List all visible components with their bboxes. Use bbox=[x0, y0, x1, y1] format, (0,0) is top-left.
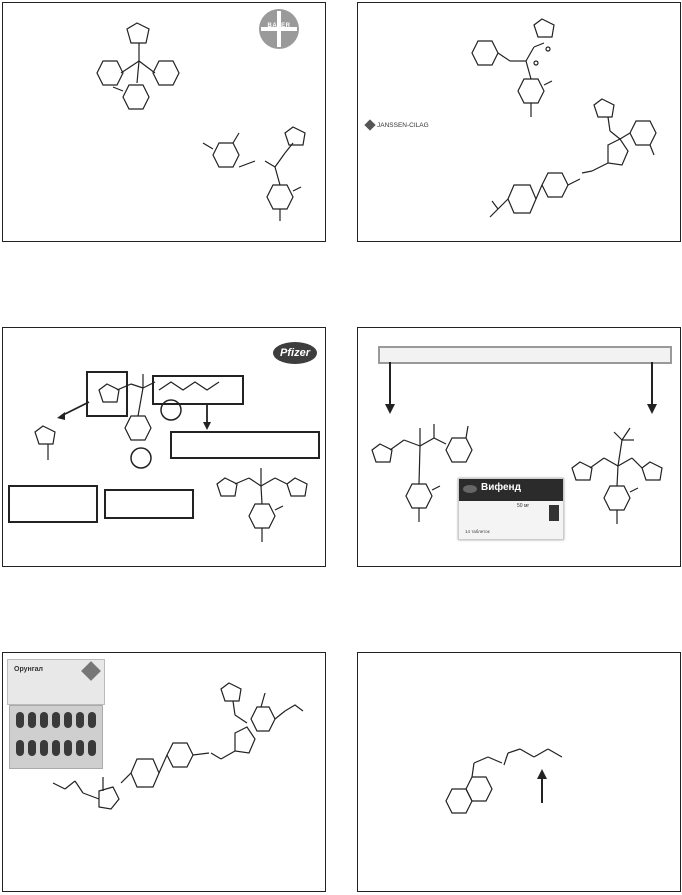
janssen-diamond-icon bbox=[364, 119, 376, 131]
slide-6 bbox=[357, 652, 681, 892]
janssen-cilag-logo: JANSSEN-CILAG bbox=[364, 119, 429, 131]
structure-itraconazole bbox=[52, 682, 304, 810]
orungal-brand-name: Орунгал bbox=[14, 666, 44, 673]
pfizer-mini-logo-icon bbox=[463, 485, 477, 493]
vfend-brand-name: Вифенд bbox=[481, 482, 521, 493]
bayer-logo: BAYER bbox=[259, 9, 299, 49]
title-banner bbox=[378, 346, 672, 364]
slide-5: Орунгал bbox=[2, 652, 326, 892]
vfend-tablet-count: 14 таблеток bbox=[465, 529, 490, 534]
structure-ketoconazole bbox=[471, 18, 657, 218]
capsule-blister bbox=[9, 705, 103, 769]
janssen-mini-logo-icon bbox=[81, 661, 101, 681]
pfizer-logo: Pfizer bbox=[273, 342, 317, 364]
structure-naftifine bbox=[445, 748, 563, 814]
slide-4: Вифенд 50 мг 14 таблеток bbox=[357, 327, 681, 567]
slide-3: Pfizer bbox=[2, 327, 326, 567]
slide-2: JANSSEN-CILAG bbox=[357, 2, 681, 242]
structure-voriconazole bbox=[371, 362, 663, 524]
orungal-package: Орунгал bbox=[7, 659, 105, 771]
structure-clotrimazole bbox=[96, 22, 306, 221]
structure-fluconazole-sar bbox=[8, 371, 320, 542]
slide-1: BAYER bbox=[2, 2, 326, 242]
vfend-package: Вифенд 50 мг 14 таблеток bbox=[458, 478, 564, 540]
bayer-logo-text: BAYER bbox=[267, 23, 291, 29]
janssen-cilag-logo-text: JANSSEN-CILAG bbox=[377, 121, 429, 129]
vfend-dose: 50 мг bbox=[517, 503, 530, 509]
